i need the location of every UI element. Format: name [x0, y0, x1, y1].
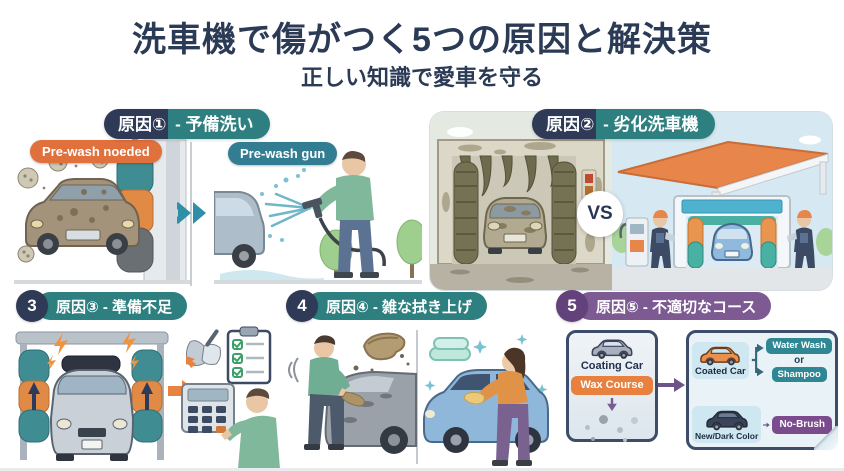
- coating-car-icon: [585, 338, 639, 359]
- cards-flow-arrow-icon: [658, 378, 685, 392]
- dirty-car-brush-illustration: [14, 138, 190, 284]
- panel-cause4-rough-wiping: 4 原因④ - 雑な拭き上げ: [284, 290, 550, 471]
- or-label: or: [794, 354, 805, 366]
- double-chevron-icon: [177, 202, 206, 224]
- water-wash-pill: Water Wash: [766, 338, 832, 354]
- down-arrow-icon: [607, 398, 617, 412]
- wax-course-pill: Wax Course: [571, 376, 653, 396]
- dirty-ground: [430, 264, 612, 290]
- panel2-header-prefix: 原因②: [532, 109, 597, 139]
- pre-wash-gun-tag: Pre-wash gun: [228, 142, 338, 165]
- warning-bolt-icons: [47, 331, 139, 370]
- dirty-roller-right: [551, 161, 577, 265]
- car-rear-icon: [214, 191, 265, 268]
- wash-brush-left: [18, 349, 50, 443]
- dirty-car-front-icon: [482, 197, 548, 254]
- car-with-roofbox-icon: [49, 355, 135, 461]
- panel4-header: 4 原因④ - 雑な拭き上げ: [286, 290, 488, 322]
- folded-mirror-icon: [185, 329, 221, 368]
- blue-car-front-icon: [710, 223, 754, 261]
- no-brush-arrow-icon: [763, 422, 771, 427]
- page-subtitle: 正しい知識で愛車を守る: [300, 65, 543, 90]
- course-options: Water Wash or Shampoo: [766, 338, 832, 382]
- new-brush-right: [760, 217, 777, 269]
- panel-cause3-preparation: 3 原因③ - 準備不足: [14, 290, 280, 471]
- new-brush-left: [687, 217, 704, 269]
- old-dirty-carwash-illustration: [430, 112, 612, 290]
- scratch-dots: [577, 411, 647, 443]
- panel1-header-suffix: - 予備洗い: [168, 109, 270, 139]
- panel3-number: 3: [16, 290, 48, 322]
- panel1-header-prefix: 原因①: [104, 109, 169, 139]
- dark-car-icon: [704, 409, 750, 431]
- tree: [816, 228, 832, 256]
- blue-car-icon: [423, 369, 549, 453]
- dirty-towel-icon: [362, 332, 406, 361]
- clean-ground: [612, 268, 832, 290]
- control-keypad-icon: [181, 383, 235, 433]
- spray-gun-icon: [302, 197, 323, 219]
- new-carwash-station-illustration: [612, 112, 832, 290]
- panel3-header: 3 原因③ - 準備不足: [16, 290, 188, 322]
- woman-wiping-icon: [463, 347, 532, 466]
- coated-car-box: Coated Car: [692, 341, 749, 379]
- panel4-number: 4: [286, 290, 318, 322]
- pre-wash-needed-tag: Pre-wash noeded: [30, 140, 162, 163]
- man-wiping-icon: [288, 335, 365, 450]
- page-title: 洗車機で傷がつく5つの原因と解決策: [132, 21, 712, 59]
- wax-course-card: Coating Car Wax Course: [566, 330, 658, 443]
- panel2-header: 原因② - 劣化洗車機: [532, 109, 715, 139]
- coated-car-label: Coated Car: [695, 365, 746, 377]
- panel3-label: 原因③ - 準備不足: [36, 292, 188, 320]
- page-curl: [814, 426, 838, 450]
- panel-cause2-degraded-machine: 原因② - 劣化洗車機: [430, 109, 832, 290]
- panel5-number: 5: [556, 290, 588, 322]
- rough-wipe-scene: [288, 332, 417, 454]
- brush-up-arrows: [28, 382, 153, 410]
- panel-cause1-prewash: 原因① - 予備洗い Pre-wash noeded Pre-wash gun: [14, 106, 422, 290]
- coating-car-label: Coating Car: [580, 360, 644, 373]
- sparkle-icons: [424, 334, 548, 395]
- vs-badge: VS: [577, 191, 623, 237]
- dirty-roller-left: [453, 161, 479, 265]
- ground-line: [14, 280, 190, 284]
- branch-bracket-icon: [751, 343, 764, 377]
- prewash-gun-illustration: [214, 151, 422, 284]
- preparation-scene-illustration: [15, 326, 280, 469]
- recommended-course-card: Coated Car Water Wash or Shampoo New/Dar…: [686, 330, 838, 450]
- panel5-label: 原因⑤ - 不適切なコース: [576, 292, 772, 320]
- checklist-icon: [226, 326, 272, 385]
- panel5-header: 5 原因⑤ - 不適切なコース: [556, 290, 772, 322]
- clean-towels-icon: [429, 337, 471, 361]
- dirty-car-icon: [25, 178, 140, 255]
- new-dark-color-label: New/Dark Color: [695, 431, 759, 441]
- person-with-gun-icon: [302, 151, 386, 278]
- coated-car-row: Coated Car Water Wash or Shampoo: [692, 337, 832, 383]
- dark-car-row: New/Dark Color No-Brush: [692, 406, 832, 443]
- panel2-header-suffix: - 劣化洗車機: [596, 109, 715, 139]
- careful-wipe-scene: [423, 334, 549, 466]
- worker-right-icon: [787, 210, 815, 268]
- shampoo-pill: Shampoo: [771, 366, 827, 382]
- person-pressing-icon: [221, 388, 280, 469]
- coated-car-icon: [698, 345, 742, 366]
- ground-line: [214, 280, 422, 284]
- fuel-pump-icon: [619, 217, 649, 267]
- panel-cause5-wrong-course: 5 原因⑤ - 不適切なコース Coating Car Wax Course C…: [554, 290, 844, 471]
- panel1-header: 原因① - 予備洗い: [104, 109, 270, 139]
- dark-car-box: New/Dark Color: [692, 406, 762, 443]
- gray-car-icon: [324, 370, 417, 454]
- wiping-comparison-illustration: [288, 330, 549, 466]
- panel1-divider: [190, 142, 192, 286]
- worker-left-icon: [650, 210, 675, 268]
- new-wash-unit: [673, 195, 791, 269]
- panel4-label: 原因④ - 雑な拭き上げ: [306, 292, 488, 320]
- panel2-comparison: [430, 112, 832, 290]
